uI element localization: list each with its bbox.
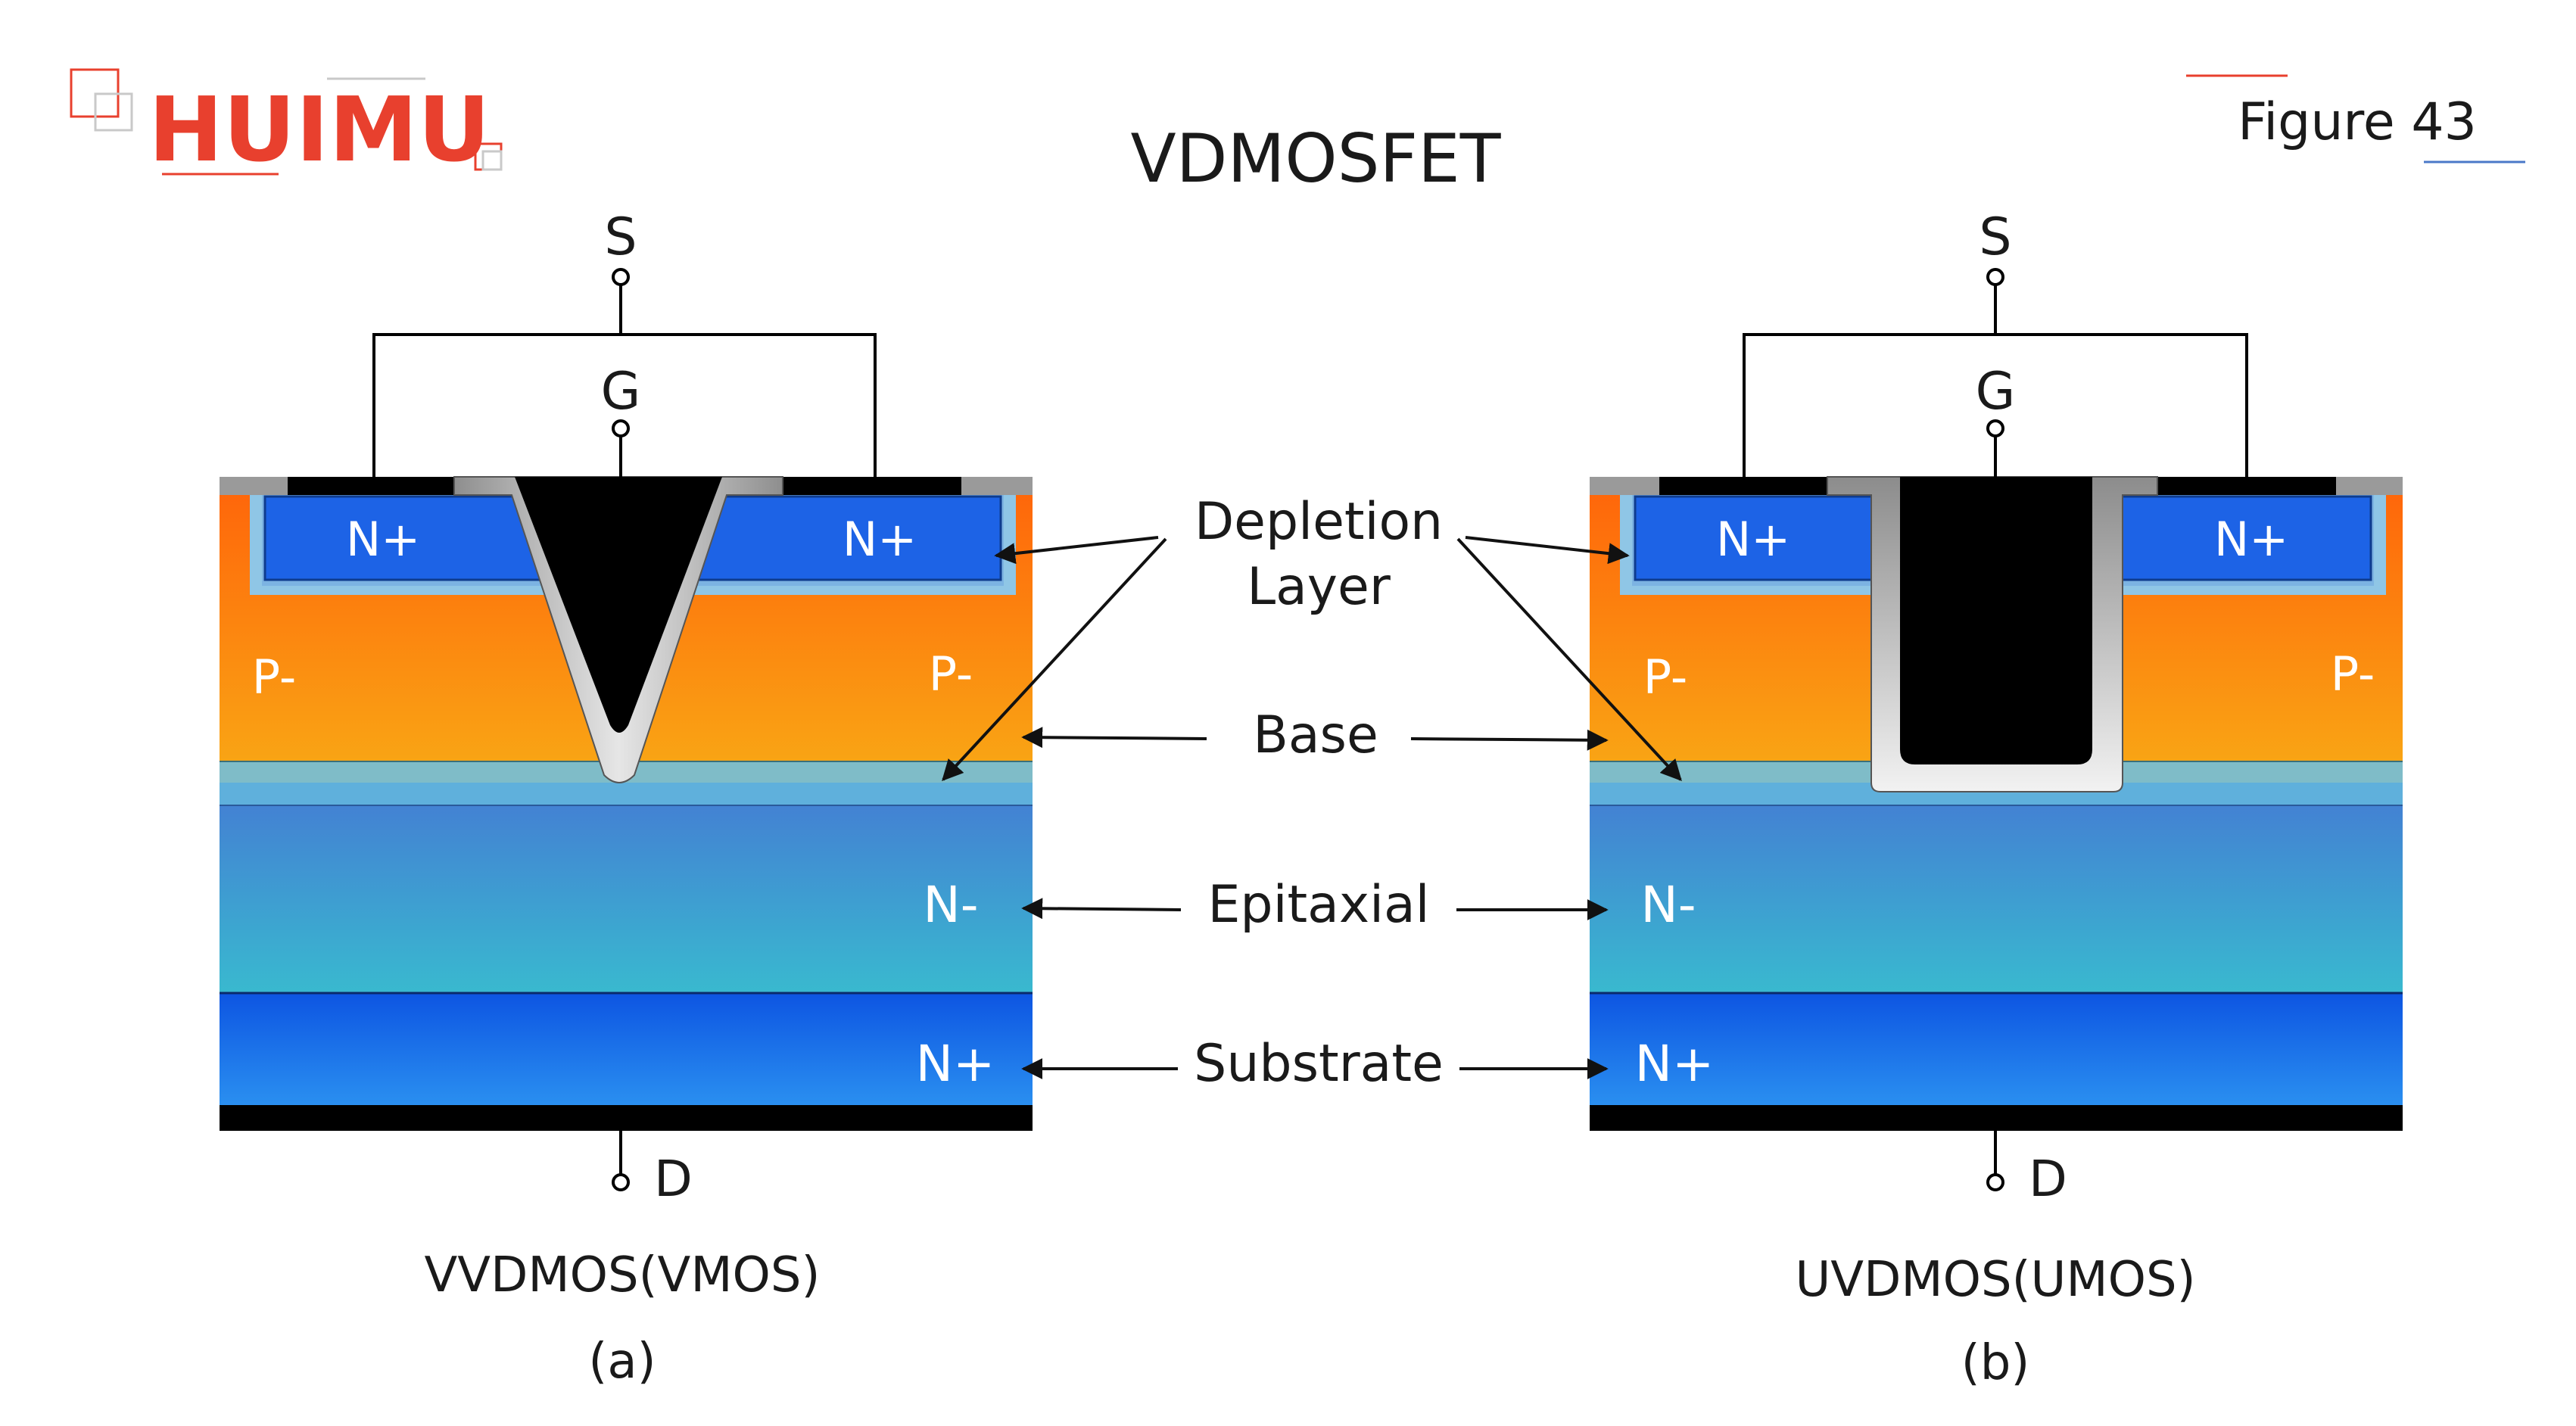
n-plus-left-label: N+: [346, 512, 420, 567]
device-name: UVDMOS(UMOS): [1795, 1252, 2195, 1308]
figure-label: Figure 43: [2238, 92, 2477, 152]
substrate-layer: [1590, 993, 2403, 1105]
source-terminal-icon: [612, 268, 630, 286]
logo-square-icon: [94, 92, 133, 132]
arrow-icon: [942, 537, 1167, 782]
p-right-label: P-: [929, 646, 973, 702]
source-terminal-icon: [1986, 268, 2004, 286]
source-contact-right: [783, 477, 961, 495]
n-minus-label: N-: [1640, 876, 1696, 934]
annotations: Depletion Layer Base Epitaxial Substrate: [942, 492, 1682, 1094]
vmos-device: S G D N+ N+ P- P- N- N+ VVDMOS(VMOS) (a): [220, 207, 1033, 1390]
epitaxial-layer: [220, 805, 1033, 993]
epitaxial-label: Epitaxial: [1207, 875, 1429, 935]
v-gate-metal: [515, 477, 722, 733]
u-gate-metal: [1900, 477, 2092, 764]
gate-terminal-icon: [612, 419, 630, 437]
device-name: VVDMOS(VMOS): [425, 1247, 821, 1303]
source-wire: [372, 333, 877, 477]
p-right-label: P-: [2331, 646, 2375, 702]
arrow-icon: [994, 536, 1159, 565]
source-label: S: [1979, 207, 2011, 267]
drain-label: D: [654, 1150, 693, 1208]
arrow-icon: [1021, 898, 1182, 920]
n-minus-label: N-: [923, 876, 978, 934]
arrow-icon: [1465, 536, 1630, 565]
depletion-layer-label: Depletion: [1195, 492, 1443, 552]
umos-device: S G D N+ N+ P- P- N- N+ UVDMOS(UMOS) (b): [1590, 207, 2403, 1391]
p-left-label: P-: [252, 649, 296, 705]
substrate-layer: [220, 993, 1033, 1105]
n-plus-substrate-label: N+: [916, 1035, 995, 1093]
huimu-logo: HUIMU: [70, 68, 503, 182]
n-plus-right-label: N+: [2214, 512, 2288, 567]
arrow-icon: [1456, 537, 1682, 782]
device-caption: (b): [1961, 1335, 2030, 1391]
drain-terminal-icon: [1986, 1173, 2004, 1191]
page-title: VDMOSFET: [1131, 120, 1502, 198]
p-left-label: P-: [1643, 649, 1687, 705]
substrate-label: Substrate: [1194, 1034, 1444, 1094]
device-caption: (a): [588, 1334, 656, 1390]
n-plus-left-label: N+: [1716, 512, 1790, 567]
arrow-icon: [1021, 727, 1207, 749]
source-wire: [1743, 333, 2248, 477]
drain-label: D: [2029, 1150, 2067, 1208]
arrow-icon: [1410, 729, 1609, 751]
gate-label: G: [601, 362, 641, 422]
logo-text: HUIMU: [148, 77, 491, 182]
base-label: Base: [1253, 705, 1378, 765]
depletion-layer-label-line2: Layer: [1247, 557, 1391, 617]
logo-square-icon: [481, 150, 503, 171]
drain-metal: [1590, 1105, 2403, 1131]
gate-terminal-icon: [1986, 419, 2004, 437]
source-label: S: [604, 207, 637, 267]
source-contact-left: [288, 477, 454, 495]
n-plus-substrate-label: N+: [1635, 1035, 1715, 1093]
drain-terminal-icon: [612, 1173, 630, 1191]
source-contact-right: [2157, 477, 2336, 495]
drain-metal: [220, 1105, 1033, 1131]
source-contact-left: [1659, 477, 1827, 495]
n-plus-right-label: N+: [843, 512, 917, 567]
gate-label: G: [1976, 362, 2016, 422]
epitaxial-layer: [1590, 805, 2403, 993]
